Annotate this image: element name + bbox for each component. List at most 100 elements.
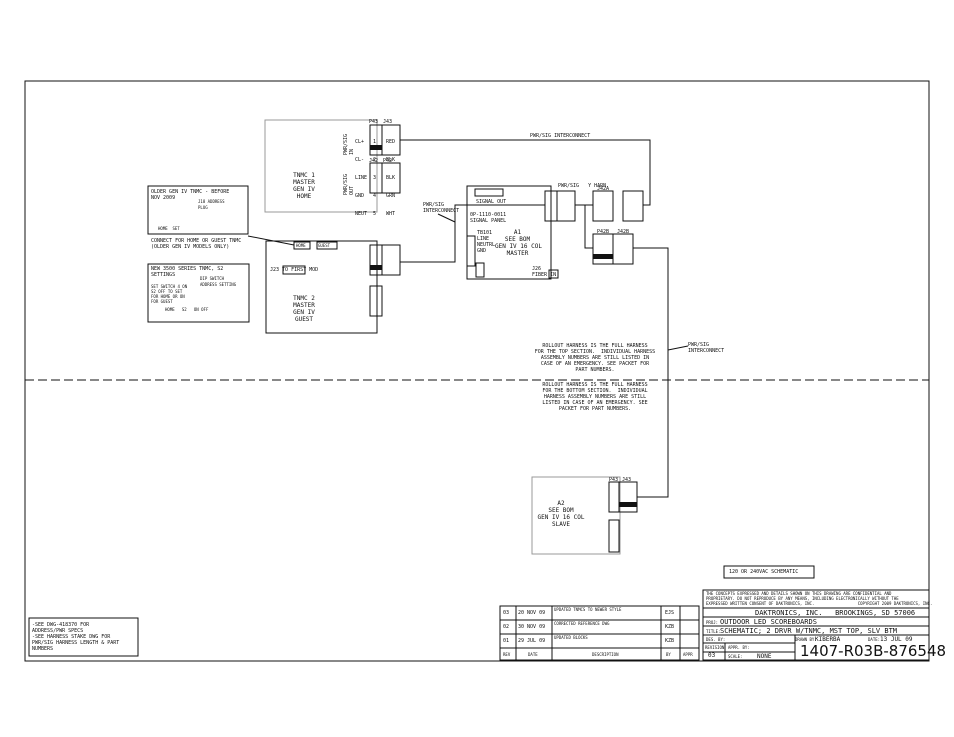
- older-box-outline: [147, 185, 249, 235]
- rev-by-2: KZB: [665, 638, 675, 644]
- scale-label: SCALE:: [728, 654, 743, 659]
- signal-cl-minus: CL-: [355, 157, 365, 163]
- home-arrow-line: [247, 235, 295, 246]
- tnmc1-pins: 1 2 3 4 5: [373, 127, 379, 223]
- a1-p42: [556, 190, 576, 222]
- y-harn-label: PWR/SIG Y HARN: [558, 183, 607, 189]
- title-block: [702, 589, 930, 661]
- signal-panel-label: 0P-1110-0011 SIGNAL PANEL: [470, 212, 507, 224]
- rev-header-by: BY: [666, 652, 671, 657]
- home-plug-label: HOME: [296, 243, 306, 248]
- rev-desc-0: UPDATED TNMCS TO NEWER STYLE: [554, 607, 622, 612]
- leader-line-2: [437, 213, 456, 223]
- interconnect-label-top: PWR/SIG INTERCONNECT: [530, 133, 591, 139]
- a2-p43: [618, 481, 638, 513]
- rev-date-0: 20 NOV 09: [518, 610, 546, 616]
- a2-label: A2 SEE BOM GEN IV 16 COL SLAVE: [537, 500, 585, 528]
- older-box-header: J18 ADDRESS PLUG: [198, 199, 225, 210]
- tnmc1-p42: [381, 162, 401, 194]
- j23-box: [282, 265, 306, 275]
- conn-label-p42b: P42B: [597, 229, 610, 235]
- general-notes: -SEE DWG-418370 FOR ADDRESS/PWR SPECS -S…: [32, 622, 120, 652]
- signal-out-label: SIGNAL OUT: [476, 199, 507, 205]
- signal-neut: NEUT: [355, 211, 368, 217]
- schematic-tag: 120 OR 240VAC SCHEMATIC: [729, 569, 799, 575]
- rev-desc-2: UPDATED BLOCKS: [554, 635, 588, 640]
- pin-4: 4: [373, 193, 377, 199]
- notes-outline: [28, 617, 139, 657]
- a2-j42: [608, 519, 620, 553]
- guest-plug-label: GUEST: [318, 243, 331, 248]
- signal-cl-plus: CL+: [355, 139, 365, 145]
- schematic-tag-outline: [723, 565, 815, 579]
- drawing-border: [24, 80, 930, 662]
- y-harn-p42a: [592, 190, 614, 222]
- new-box-title: NEW 3500 SERIES TNMC, S2 SETTINGS: [151, 266, 224, 278]
- interconnect-label-bottom: PWR/SIG INTERCONNECT: [688, 342, 725, 354]
- tnmc1-label: TNMC 1 MASTER GEN IV HOME: [293, 172, 315, 200]
- rev-desc-1: CORRECTED REFERENCE DWG: [554, 621, 610, 626]
- interconnect-tnmc2-a1: [400, 204, 545, 263]
- rev-header-appr: APPR: [683, 652, 693, 657]
- new-box-outline: [147, 263, 250, 323]
- a1-label: A1 SEE BOM GEN IV 16 COL MASTER: [495, 229, 542, 257]
- rev-row-0: 03: [503, 610, 509, 616]
- tnmc2-label: TNMC 2 MASTER GEN IV GUEST: [293, 295, 315, 323]
- conn-label-j42: J42: [369, 158, 379, 164]
- revision-table: [499, 605, 700, 661]
- wire-grn: GRN: [386, 193, 396, 199]
- older-box-note: CONNECT FOR HOME OR GUEST TNMC (OLDER GE…: [151, 238, 242, 250]
- des-by-label: DES. BY:: [706, 637, 726, 642]
- drawn-by-label: DRAWN BY:: [795, 637, 817, 642]
- y-harn-b-fill: [593, 254, 613, 259]
- wire-red: RED: [386, 139, 396, 145]
- appr-by-label: APPR. BY:: [728, 645, 750, 650]
- guest-plug-box: [316, 241, 338, 250]
- conn-label-j43: J43: [383, 119, 393, 125]
- signal-gnd: GND: [355, 193, 365, 199]
- proj-label: PROJ:: [706, 620, 719, 625]
- home-plug-box: [293, 241, 311, 250]
- rev-header-date: DATE: [528, 652, 538, 657]
- wire-wht: WHT: [386, 211, 396, 217]
- confidential-notice: THE CONCEPTS EXPRESSED AND DETAILS SHOWN…: [706, 591, 933, 606]
- y-harn-branch: [584, 205, 593, 249]
- interconnect-label-mid: PWR/SIG INTERCONNECT: [423, 202, 460, 214]
- pin-3: 3: [373, 175, 377, 181]
- interconnect-bottom: [633, 247, 669, 498]
- tnmc1-outline: [264, 119, 378, 213]
- rev-row-2: 01: [503, 638, 510, 644]
- tnmc1-j43-neut-fill: [370, 145, 382, 150]
- project-name: OUTDOOR LED SCOREBOARDS: [720, 618, 817, 626]
- signal-out-block: [474, 188, 504, 197]
- leader-line: [667, 345, 689, 351]
- new-box-header: DIP SWITCH ADDRESS SETTING: [200, 276, 237, 287]
- tnmc2-outline: [265, 240, 378, 334]
- older-box-row: HOME SET: [158, 226, 180, 231]
- date-label: DATE:: [868, 637, 881, 642]
- conn-label-j43b: J43: [622, 477, 632, 483]
- tb-small-block: [475, 262, 485, 278]
- j23-label: J23 TO FIRST MOD: [270, 267, 319, 273]
- conn-label-j42b: J42B: [617, 229, 630, 235]
- tnmc2-j43: [369, 244, 383, 276]
- y-harn-j42b: [612, 233, 634, 265]
- pin-2: 2: [373, 157, 377, 163]
- y-harn-p42b: [592, 233, 614, 265]
- tnmc2-j42: [369, 285, 383, 317]
- tb101-label: TB101 LINE NEUTRL GND: [477, 230, 496, 254]
- wire-blk: BLK: [386, 157, 396, 163]
- a1-outline: [466, 185, 552, 280]
- a2-outline: [531, 476, 621, 555]
- a2-j43: [608, 481, 620, 513]
- rev-number: 03: [503, 610, 510, 616]
- pin-5: 5: [373, 211, 377, 217]
- revision-label: REVISION: [705, 645, 725, 650]
- rev-header-desc: DESCRIPTION: [592, 652, 619, 657]
- tnmc2-j43-neut-fill: [370, 265, 382, 270]
- new-box-left-note: SET SWITCH 4 ON S2 OFF TO SET FOR HOME O…: [151, 284, 188, 304]
- pwr-sig-in-label: PWR/SIG IN: [343, 133, 355, 155]
- tnmc1-signals: CL+ CL- LINE GND NEUT: [355, 127, 367, 223]
- conn-label-p42: P42: [383, 158, 393, 164]
